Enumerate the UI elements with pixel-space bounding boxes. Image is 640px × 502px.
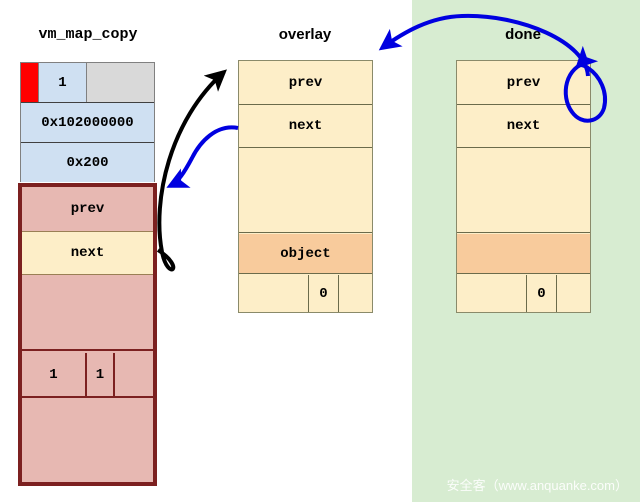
done-prev-row: prev: [457, 61, 590, 105]
title-vm-map-copy: vm_map_copy: [38, 26, 138, 43]
black-arrow-next-to-overlay: [156, 69, 227, 272]
done-next-row: next: [457, 105, 590, 148]
watermark-text: 安全客（www.anquanke.com）: [446, 478, 628, 493]
overlay-counter-cell-1: [239, 275, 309, 312]
done-block: prev next 0: [456, 60, 591, 313]
title-done: done: [505, 26, 541, 43]
vm-map-copy-blank-row: [22, 276, 153, 351]
done-counter-cell-3: [557, 275, 590, 312]
overlay-counter-row: 0: [239, 275, 372, 312]
vm-map-copy-type-cell-red: [21, 63, 39, 102]
overlay-blank-row: [239, 149, 372, 233]
done-counter-row: 0: [457, 275, 590, 312]
overlay-block: prev next object 0: [238, 60, 373, 313]
vm-map-copy-next-row: next: [22, 231, 153, 275]
overlay-object-row: object: [239, 234, 372, 274]
vm-map-copy-prev-row: prev: [22, 187, 153, 231]
done-object-row: [457, 234, 590, 274]
vm-map-copy-tail-row: [22, 400, 153, 482]
vm-map-copy-type-cell-gray: [87, 63, 154, 102]
vm-map-copy-type-cell-value: 1: [39, 63, 87, 102]
vm-map-copy-flags-cell-3: [115, 353, 153, 396]
done-counter-cell-2: 0: [527, 275, 557, 312]
overlay-next-row: next: [239, 105, 372, 148]
vm-map-copy-size-row: 0x200: [21, 143, 154, 182]
vm-map-copy-flags-row: 1 1: [22, 353, 153, 398]
overlay-prev-row: prev: [239, 61, 372, 105]
done-counter-cell-1: [457, 275, 527, 312]
vm-map-copy-body-block: prev next 1 1: [18, 183, 157, 486]
overlay-counter-cell-3: [339, 275, 372, 312]
overlay-counter-cell-2: 0: [309, 275, 339, 312]
vm-map-copy-header-block: 1 0x102000000 0x200: [20, 62, 155, 182]
vm-map-copy-flags-cell-2: 1: [87, 353, 115, 396]
vm-map-copy-type-row: 1: [21, 63, 154, 103]
vm-map-copy-flags-cell-1: 1: [22, 353, 87, 396]
blue-arrow-overlay-next-to-vm-map-copy: [166, 125, 239, 188]
vm-map-copy-offset-row: 0x102000000: [21, 103, 154, 143]
done-blank-row: [457, 149, 590, 233]
title-overlay: overlay: [278, 26, 332, 43]
